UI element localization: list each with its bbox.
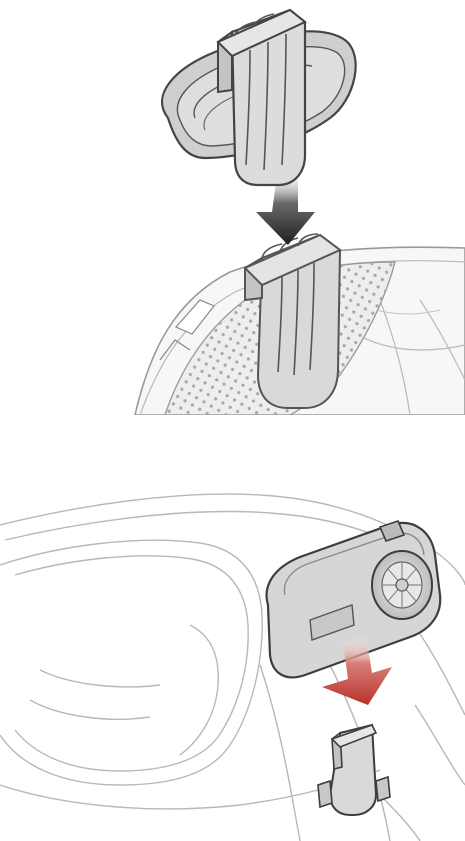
step-1-illustration [0,0,465,415]
step-2-svg [0,485,465,841]
clip-mount [162,10,356,185]
step-2-illustration [0,485,465,841]
installed-clip [245,234,340,408]
step-1-svg [0,0,465,415]
